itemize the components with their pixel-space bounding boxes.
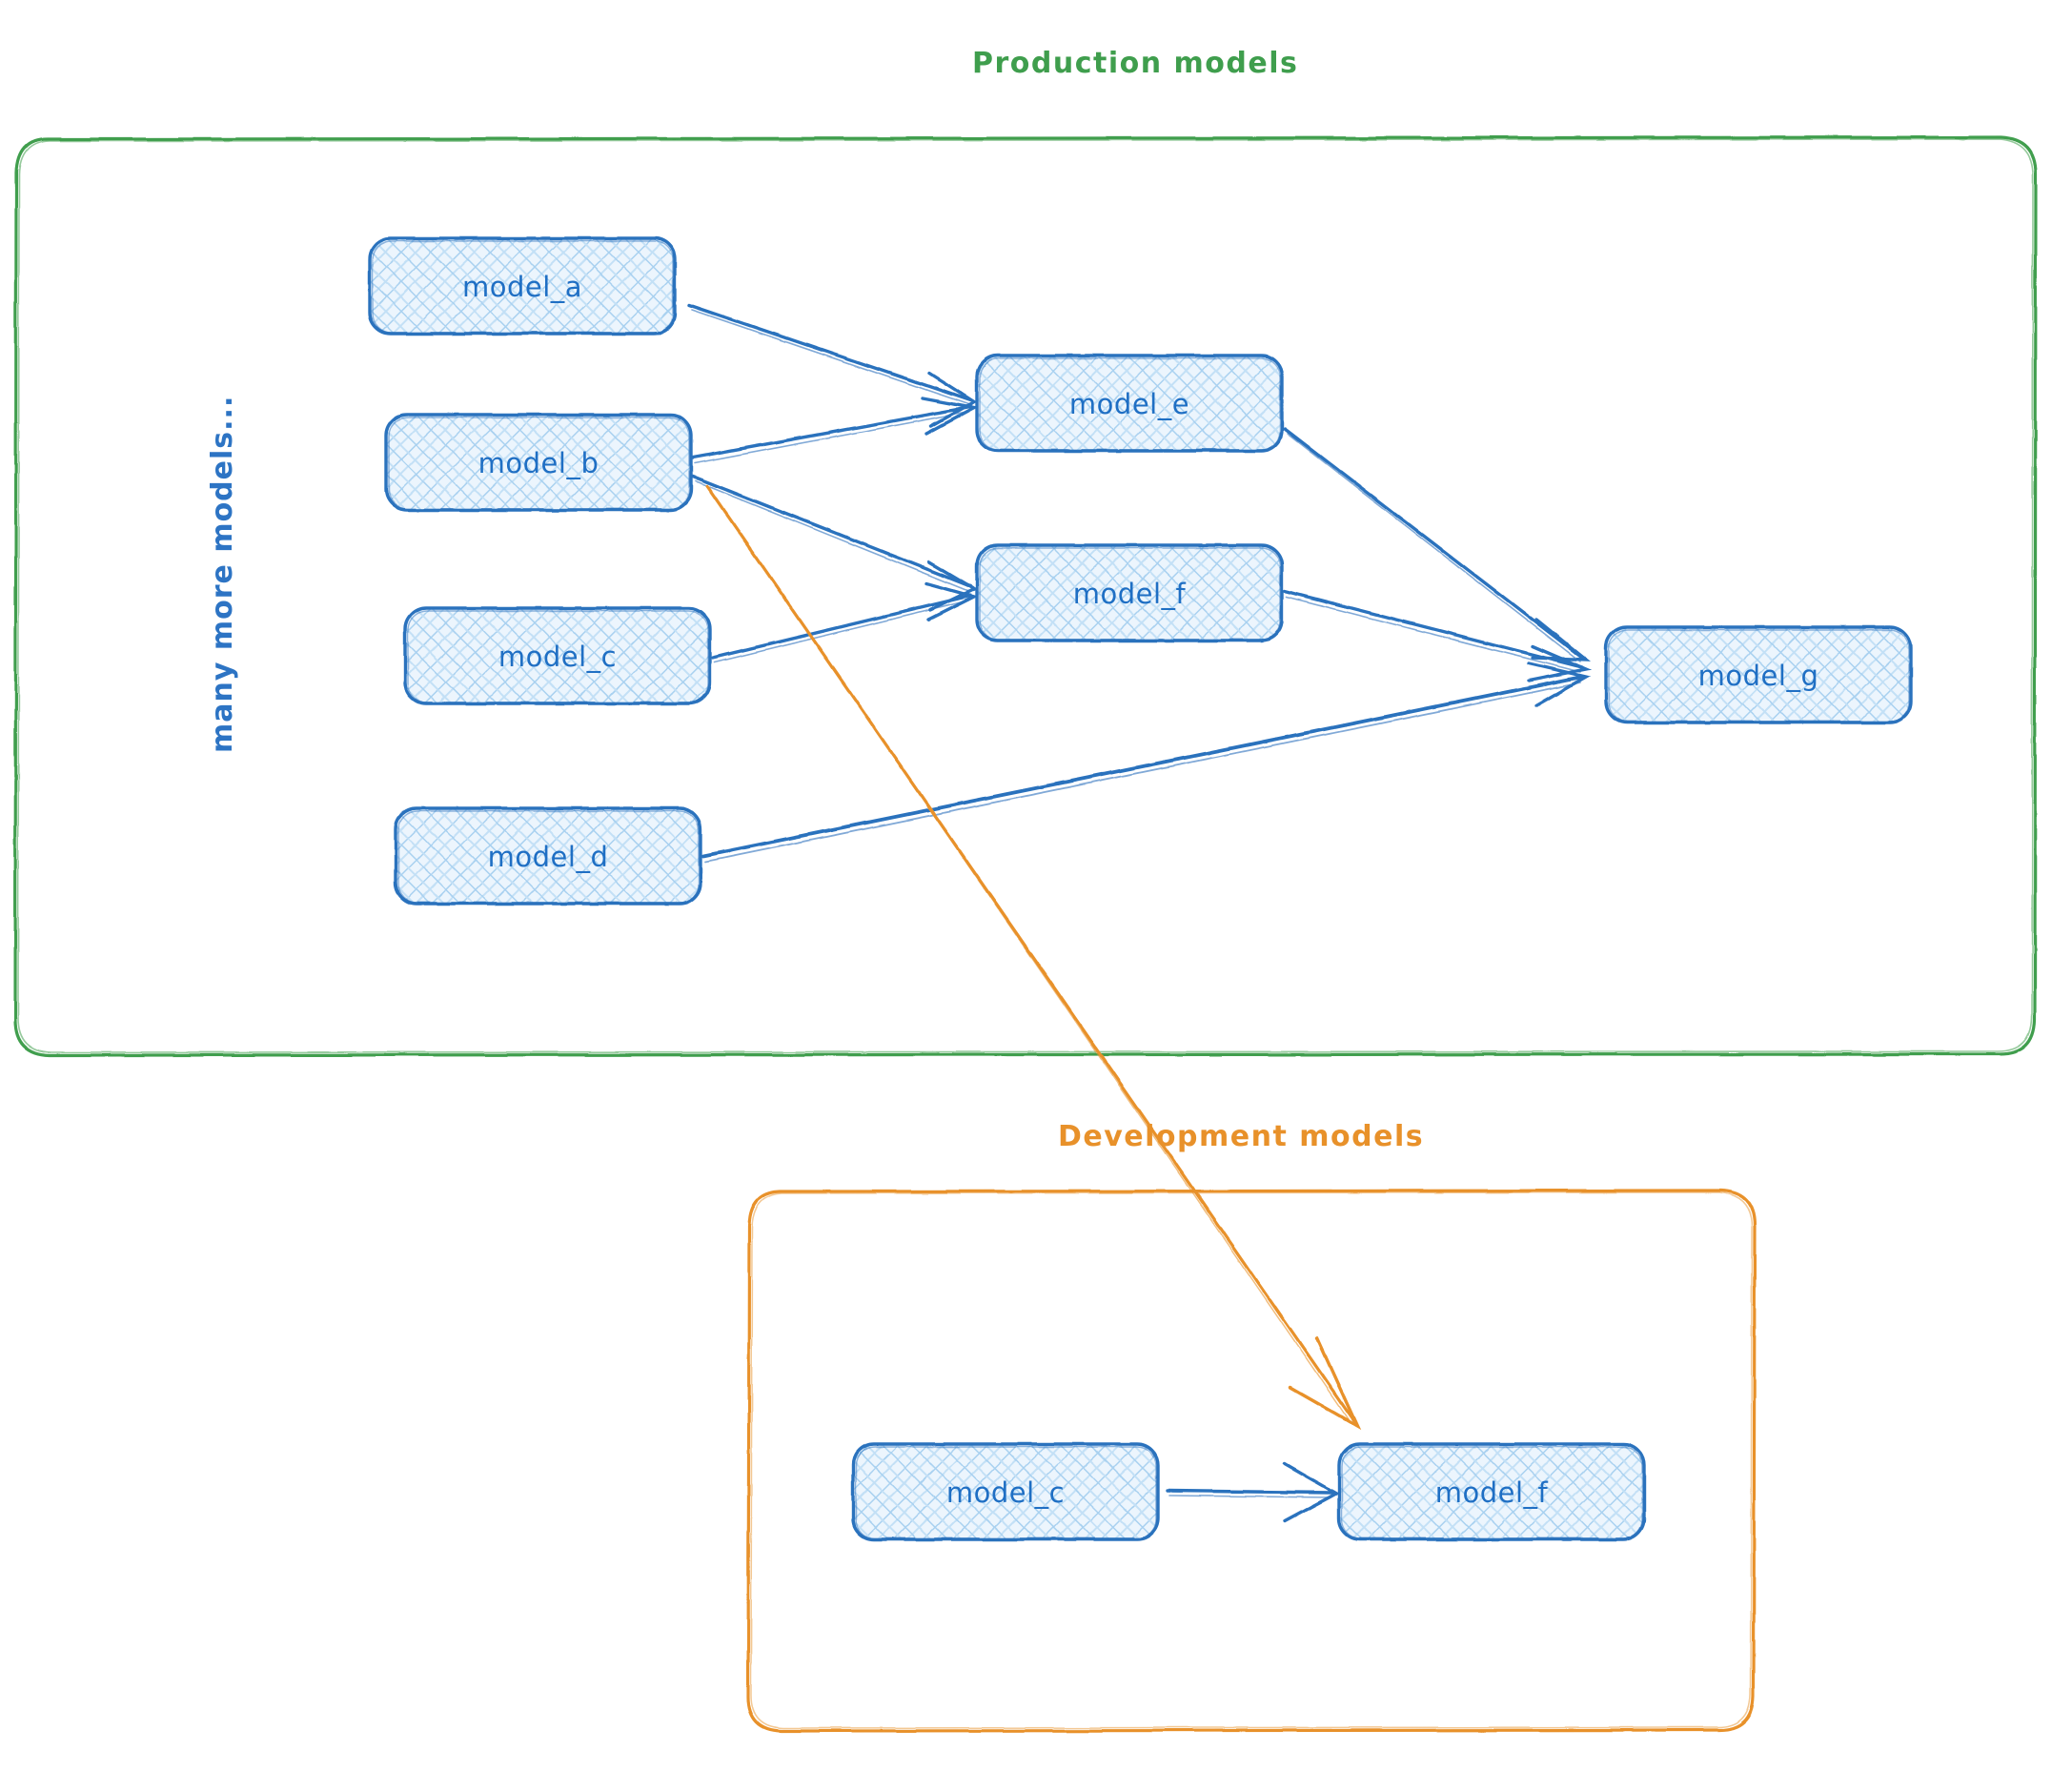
node-model-a[interactable]: model_a: [368, 236, 677, 336]
node-model-g[interactable]: model_g: [1604, 625, 1913, 724]
node-model-d[interactable]: model_d: [394, 806, 702, 906]
edge-model-a-to-model-e: [687, 303, 978, 428]
node-label-model-g: model_g: [1698, 660, 1819, 692]
node-label-model-c-production: model_c: [498, 641, 617, 673]
edges-production: [687, 303, 1592, 863]
development-group-title: Development models: [1058, 1120, 1424, 1153]
production-group-border: [13, 135, 2038, 1057]
group-production: Production models many more models...: [13, 47, 2038, 1057]
edge-model-d-to-model-g: [701, 662, 1591, 863]
edge-dev-model-c-to-dev-model-f: [1166, 1462, 1340, 1523]
node-label-model-d: model_d: [488, 841, 609, 873]
node-model-b[interactable]: model_b: [384, 413, 693, 512]
node-model-e[interactable]: model_e: [975, 354, 1284, 453]
production-group-title: Production models: [972, 47, 1298, 80]
group-development: Development models: [746, 1120, 1757, 1733]
node-label-model-c-development: model_c: [946, 1476, 1065, 1509]
node-label-model-f-development: model_f: [1435, 1476, 1549, 1509]
edge-model-f-to-model-g: [1283, 589, 1592, 682]
many-more-models-note: many more models...: [206, 396, 239, 753]
edge-model-e-to-model-g: [1283, 427, 1592, 662]
node-label-model-f-production: model_f: [1073, 578, 1187, 610]
node-model-f-development[interactable]: model_f: [1337, 1442, 1646, 1541]
node-label-model-e: model_e: [1069, 388, 1189, 420]
node-label-model-b: model_b: [478, 447, 599, 479]
edge-model-b-to-dev-model-f: [705, 484, 1361, 1431]
node-model-f-production[interactable]: model_f: [975, 543, 1284, 642]
node-model-c-development[interactable]: model_c: [851, 1442, 1160, 1541]
node-label-model-a: model_a: [462, 271, 582, 303]
edge-model-b-to-model-f: [691, 475, 978, 612]
edge-model-c-to-model-f: [711, 581, 979, 663]
edge-model-b-to-model-e: [691, 397, 980, 464]
development-group-border: [746, 1189, 1757, 1733]
node-model-c-production[interactable]: model_c: [403, 606, 712, 705]
